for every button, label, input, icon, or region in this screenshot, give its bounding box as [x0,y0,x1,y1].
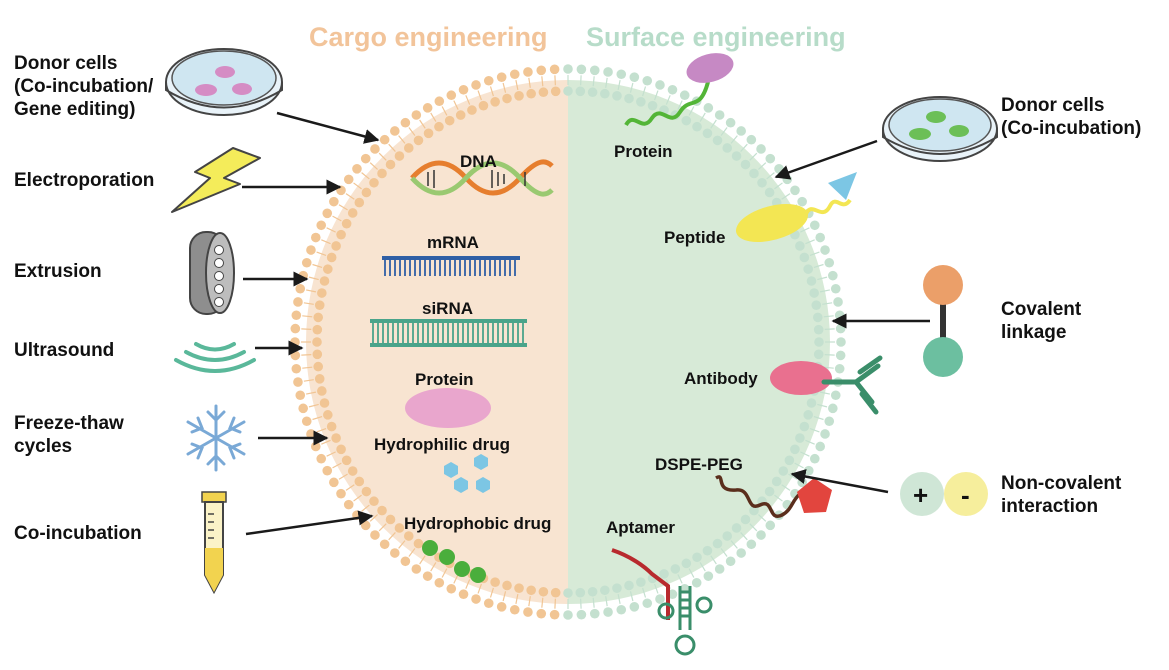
covalent-dumbbell-icon [923,265,963,377]
method-non-covalent: Non-covalent interaction [1001,473,1122,517]
method-co-incubation: Co-incubation [14,523,142,544]
method-covalent-linkage: Covalent linkage [1001,299,1082,343]
snowflake-icon [186,404,246,472]
minus-charge: - [961,480,970,510]
surface-antibody-label: Antibody [684,369,758,388]
sirna-duplex [370,319,527,347]
petri-dish-icon [882,96,998,162]
method-extrusion: Extrusion [14,261,102,282]
cargo-mrna-label: mRNA [427,233,479,252]
left-arrows [242,111,380,536]
surface-protein-label: Protein [614,142,673,161]
method-donor-cells-left: Donor cells (Co-incubation/ Gene editing… [14,53,154,120]
peptide-ligand [735,172,857,243]
cargo-protein-label: Protein [415,370,474,389]
test-tube-icon [201,491,227,595]
method-freeze-thaw: Freeze-thaw cycles [14,413,124,457]
lightning-icon [171,147,261,213]
ultrasound-wave-icon [174,342,256,373]
dspe-peg-ligand [715,475,832,518]
method-electroporation: Electroporation [14,170,155,191]
method-ultrasound: Ultrasound [14,340,115,361]
cargo-sirna-label: siRNA [422,299,474,318]
antibody-ligand [770,355,883,415]
method-donor-cells-right: Donor cells (Co-incubation) [1001,95,1142,139]
mrna-strand [382,256,520,276]
surface-protein-ligand [624,53,734,127]
right-arrows [774,139,930,494]
extrusion-filter-icon [189,231,235,315]
surface-dspe-label: DSPE-PEG [655,455,743,474]
petri-dish-icon [165,48,283,116]
cargo-hydrophilic-label: Hydrophilic drug [374,435,510,454]
protein-blob-cargo [405,388,491,428]
plus-charge: + [913,480,929,510]
cargo-engineering-title: Cargo engineering [309,22,548,52]
surface-peptide-label: Peptide [664,228,726,247]
cargo-dna-label: DNA [460,152,497,171]
cargo-hydrophobic-label: Hydrophobic drug [404,514,552,533]
hydrophilic-drug-hexagons [444,454,490,493]
surface-engineering-title: Surface engineering [586,22,846,52]
lipid-bilayer-surface [563,64,846,620]
dna-helix [410,159,554,197]
aptamer-ligand [611,548,713,656]
hydrophobic-drug-dots [422,540,486,583]
charge-pair-icon [900,472,988,516]
surface-aptamer-label: Aptamer [606,518,675,537]
